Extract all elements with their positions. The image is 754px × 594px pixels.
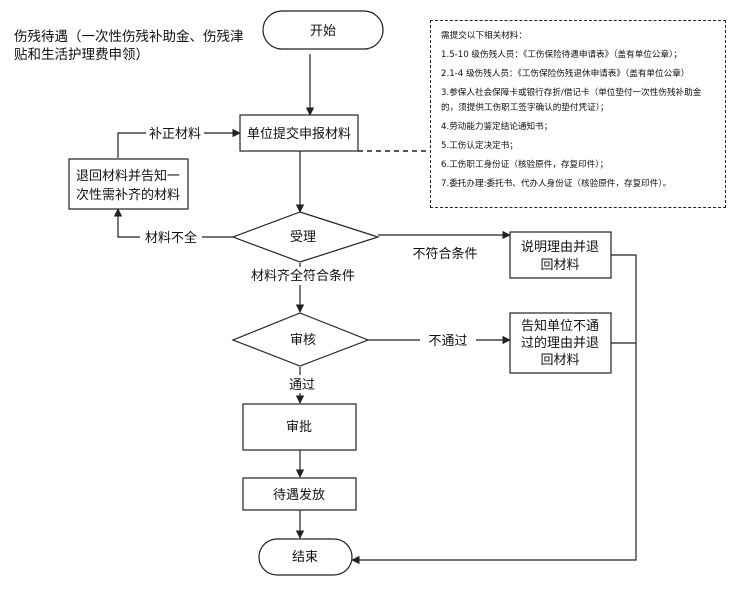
note-item-5: 5.工伤认定决定书； [441,141,518,151]
explain-return-node [509,231,612,279]
page-title: 伤残待遇（一次性伤残补助金、伤残津贴和生活护理费申领） [14,29,244,63]
notify-return-line-3: 回材料 [540,353,579,368]
return-materials-node [68,158,189,210]
note-item-6: 6.工伤职工身份证（核验原件，存复印件）； [441,160,609,170]
review-decision [231,312,370,367]
edge-label-not-passed: 不通过 [428,334,467,349]
materials-note: 需提交以下相关材料： 1.5-10 级伤残人员：《工伤保险待遇申请表》（盖有单位… [430,20,726,208]
edge-explain-end [351,254,637,565]
note-item-4: 4.劳动能力鉴定结论通知书； [441,122,553,132]
edge-label-complete-eligible: 材料齐全符合条件 [251,268,355,284]
notify-return-line-1: 告知单位不通 [521,318,599,334]
submit-node [239,114,359,152]
end-label: 结束 [292,550,318,565]
return-materials-line-1: 退回材料并告知一 [76,168,180,184]
return-materials-line-2: 次性需补齐的材料 [76,187,180,203]
note-item-7: 7.委托办理:委托书、代办人身份证（核验原件，存复印件）。 [441,179,672,189]
note-item-2: 2.1-4 级伤残人员：《工伤保险伤残退休申请表》（盖有单位公章） [441,69,690,79]
submit-label: 单位提交申报材料 [247,126,351,142]
review-label: 审核 [290,333,316,348]
notify-return-line-2: 过的理由并退 [521,335,599,351]
accept-decision [231,211,380,263]
explain-return-line-2: 回材料 [540,258,579,273]
note-item-1: 1.5-10 级伤残人员：《工伤保险待遇申请表》（盖有单位公章）； [441,50,682,60]
explain-return-line-1: 说明理由并退 [521,240,599,255]
start-node [262,10,384,50]
start-label: 开始 [310,24,336,39]
approve-node [242,403,357,451]
note-item-3: 3.参保人社会保障卡或银行存折/借记卡（单位垫付一次性伤残补助金的，须提供工伤职… [441,88,702,113]
edge-label-not-eligible: 不符合条件 [412,246,477,262]
issue-label: 待遇发放 [273,487,325,503]
notify-return-node [509,312,612,374]
note-heading: 需提交以下相关材料： [441,31,527,41]
accept-label: 受理 [290,230,316,245]
end-node [258,538,353,576]
edge-label-supplement: 补正材料 [149,127,201,142]
approve-label: 审批 [286,420,312,435]
issue-node [242,477,357,511]
edge-label-passed: 通过 [289,378,315,393]
edge-label-incomplete: 材料不全 [145,230,197,246]
